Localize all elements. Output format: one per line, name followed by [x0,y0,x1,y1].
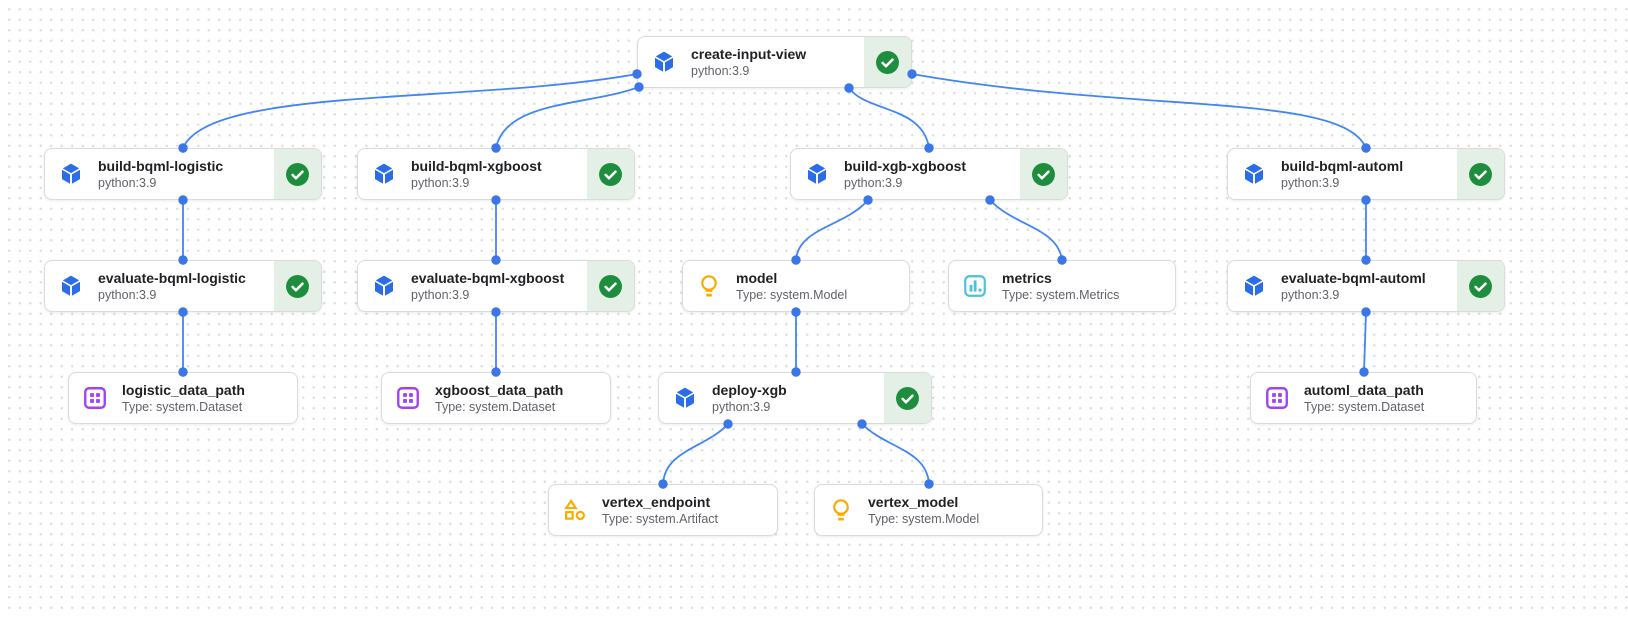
node-subtitle: python:3.9 [691,63,750,78]
node-title: metrics [1002,269,1052,286]
node-title: vertex_model [868,493,959,510]
status-section [587,149,634,199]
node-title: build-bqml-xgboost [411,157,542,174]
node-subtitle: python:3.9 [844,175,903,190]
pipeline-component-cube-icon [1241,273,1267,299]
success-check-icon [285,274,310,299]
pipeline-component-cube-icon [672,385,698,411]
node-title: build-bqml-logistic [98,157,224,174]
dataset-grid-icon [82,385,108,411]
node-title: automl_data_path [1304,381,1424,398]
success-check-icon [875,50,900,75]
status-section [1457,149,1504,199]
node-subtitle: python:3.9 [1281,287,1340,302]
pipeline-component-cube-icon [58,273,84,299]
node-subtitle: Type: system.Model [868,511,980,526]
success-check-icon [895,386,920,411]
node-subtitle: Type: system.Metrics [1002,287,1120,302]
node-subtitle: Type: system.Model [736,287,848,302]
artifact-shapes-icon [562,497,588,523]
node-subtitle: Type: system.Dataset [435,399,556,414]
success-check-icon [1468,162,1493,187]
node-title: build-xgb-xgboost [844,157,967,174]
success-check-icon [1468,274,1493,299]
node-subtitle: python:3.9 [411,175,470,190]
pipeline-component-cube-icon [1241,161,1267,187]
node-subtitle: python:3.9 [98,175,157,190]
pipeline-component-cube-icon [804,161,830,187]
node-subtitle: python:3.9 [98,287,157,302]
node-title: deploy-xgb [712,381,787,398]
node-title: create-input-view [691,45,807,62]
node-title: build-bqml-automl [1281,157,1404,174]
status-section [884,373,931,423]
node-title: logistic_data_path [122,381,245,398]
model-lightbulb-icon [696,273,722,299]
node-title: evaluate-bqml-xgboost [411,269,565,286]
pipeline-component-cube-icon [371,161,397,187]
success-check-icon [285,162,310,187]
pipeline-component-cube-icon [651,49,677,75]
node-subtitle: python:3.9 [411,287,470,302]
node-title: xgboost_data_path [435,381,564,398]
status-section [274,149,321,199]
metrics-chart-icon [962,273,988,299]
status-section [274,261,321,311]
model-lightbulb-icon [828,497,854,523]
status-section [864,37,911,87]
node-subtitle: Type: system.Dataset [122,399,243,414]
dataset-grid-icon [1264,385,1290,411]
node-subtitle: Type: system.Artifact [602,511,719,526]
pipeline-component-cube-icon [371,273,397,299]
node-subtitle: Type: system.Dataset [1304,399,1425,414]
node-title: vertex_endpoint [602,493,711,510]
node-title: model [736,269,778,286]
status-section [587,261,634,311]
node-subtitle: python:3.9 [712,399,771,414]
node-title: evaluate-bqml-automl [1281,269,1426,286]
status-section [1020,149,1067,199]
status-section [1457,261,1504,311]
dataset-grid-icon [395,385,421,411]
node-title: evaluate-bqml-logistic [98,269,246,286]
node-subtitle: python:3.9 [1281,175,1340,190]
success-check-icon [598,274,623,299]
success-check-icon [1031,162,1056,187]
pipeline-component-cube-icon [58,161,84,187]
success-check-icon [598,162,623,187]
